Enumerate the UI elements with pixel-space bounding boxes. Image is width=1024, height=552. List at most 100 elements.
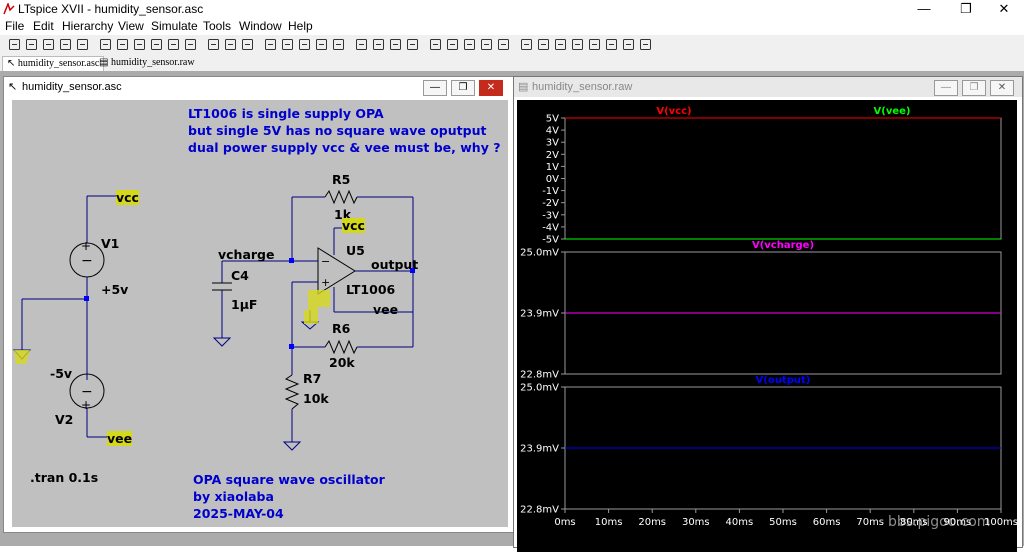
svg-text:−: −	[321, 255, 330, 268]
toolbar	[0, 35, 1024, 56]
footer-line-3: 2025-MAY-04	[193, 506, 284, 521]
x-tick-label: 80ms	[900, 517, 928, 528]
pencil-icon[interactable]	[372, 38, 385, 51]
label-tran-directive: .tran 0.1s	[30, 470, 99, 485]
label-r7: R7	[303, 371, 322, 386]
menu-tools[interactable]: Tools	[203, 19, 232, 33]
x-tick-label: 60ms	[813, 517, 841, 528]
halt-icon[interactable]	[76, 38, 89, 51]
tab-waveform[interactable]: ▤ humidity_sensor.raw	[95, 56, 199, 70]
zoom-cancel-icon[interactable]	[167, 38, 180, 51]
autorange-icon[interactable]	[184, 38, 197, 51]
maximize-button[interactable]: ❐	[960, 1, 972, 16]
schematic-window-icon: ↖	[8, 81, 18, 93]
label-vcharge: vcharge	[218, 247, 275, 262]
title-bar: LTspice XVII - humidity_sensor.asc — ❐ ✕	[0, 0, 1024, 18]
run-icon[interactable]	[8, 38, 21, 51]
menu-file[interactable]: File	[5, 19, 25, 33]
x-tick-label: 50ms	[769, 517, 797, 528]
close-button[interactable]: ✕	[998, 1, 1010, 16]
x-tick-label: 40ms	[726, 517, 754, 528]
menu-edit[interactable]: Edit	[33, 19, 54, 33]
diode-icon[interactable]	[480, 38, 493, 51]
label-v1: V1	[101, 236, 120, 251]
find-icon[interactable]	[315, 38, 328, 51]
control-panel-icon[interactable]	[59, 38, 72, 51]
x-tick-label: 100ms	[984, 517, 1017, 528]
schematic-canvas[interactable]: − + − + − + LT1006 is single supply OPA …	[12, 100, 508, 527]
zoom-in-icon[interactable]	[116, 38, 129, 51]
spice-directive-icon[interactable]	[639, 38, 652, 51]
capacitor-icon[interactable]	[446, 38, 459, 51]
print-setup-icon[interactable]	[332, 38, 345, 51]
tile-horizontal-icon[interactable]	[207, 38, 220, 51]
waveform-minimize-button[interactable]: —	[934, 80, 958, 96]
label-v2: V2	[55, 412, 74, 427]
label-icon[interactable]	[406, 38, 419, 51]
ground-icon[interactable]	[389, 38, 402, 51]
rotate-icon[interactable]	[588, 38, 601, 51]
trace-label: V(vcharge)	[752, 240, 814, 251]
inductor-icon[interactable]	[463, 38, 476, 51]
menu-help[interactable]: Help	[288, 19, 313, 33]
mdi-area: ↖ humidity_sensor.asc — ❐ ✕	[0, 71, 1024, 552]
print-icon[interactable]	[355, 38, 368, 51]
menu-view[interactable]: View	[118, 19, 144, 33]
label-r5: R5	[332, 172, 351, 187]
schematic-minimize-button[interactable]: —	[423, 80, 447, 96]
redo-icon[interactable]	[571, 38, 584, 51]
schematic-close-button[interactable]: ✕	[479, 80, 503, 96]
watermark: bbs.pigoo.com	[888, 514, 991, 530]
menu-hierarchy[interactable]: Hierarchy	[62, 19, 114, 33]
waveform-window-title: humidity_sensor.raw	[532, 81, 633, 93]
open-icon[interactable]	[25, 38, 38, 51]
pan-icon[interactable]	[99, 38, 112, 51]
label-vcc-top: vcc	[116, 190, 139, 205]
schematic-window: ↖ humidity_sensor.asc — ❐ ✕	[3, 76, 515, 533]
svg-text:+: +	[81, 239, 91, 253]
zoom-out-icon[interactable]	[133, 38, 146, 51]
paste-icon[interactable]	[298, 38, 311, 51]
text-icon[interactable]	[622, 38, 635, 51]
x-tick-label: 10ms	[595, 517, 623, 528]
y-tick-label: 5V	[546, 114, 559, 125]
resistor-icon[interactable]	[429, 38, 442, 51]
y-tick-label: -3V	[542, 210, 559, 221]
label-v2-value: -5v	[50, 366, 73, 381]
waveform-close-button[interactable]: ✕	[990, 80, 1014, 96]
drag-icon[interactable]	[537, 38, 550, 51]
schematic-tab-icon: ↖	[7, 58, 18, 69]
y-tick-label: 4V	[546, 126, 559, 137]
tile-vertical-icon[interactable]	[224, 38, 237, 51]
label-c4: C4	[231, 268, 249, 283]
zoom-fit-icon[interactable]	[150, 38, 163, 51]
ltspice-logo-icon	[3, 3, 15, 15]
component-icon[interactable]	[497, 38, 510, 51]
copy-icon[interactable]	[281, 38, 294, 51]
cut-icon[interactable]	[264, 38, 277, 51]
cascade-icon[interactable]	[241, 38, 254, 51]
schematic-window-title: humidity_sensor.asc	[22, 81, 122, 93]
mirror-icon[interactable]	[605, 38, 618, 51]
note-line-3: dual power supply vcc & vee must be, why…	[188, 140, 501, 155]
y-tick-label: 22.8mV	[520, 505, 559, 516]
x-tick-label: 20ms	[638, 517, 666, 528]
tab-schematic[interactable]: ↖ humidity_sensor.asc	[2, 56, 105, 71]
waveform-svg: 5V4V3V2V1V0V-1V-2V-3V-4V-5VV(vcc)V(vee)2…	[520, 106, 1017, 528]
menu-simulate[interactable]: Simulate	[151, 19, 198, 33]
menu-window[interactable]: Window	[239, 19, 282, 33]
label-c4-value: 1μF	[231, 297, 258, 312]
minimize-button[interactable]: —	[917, 1, 931, 16]
waveform-restore-button[interactable]: ❐	[962, 80, 986, 96]
waveform-window-icon: ▤	[518, 81, 529, 93]
schematic-restore-button[interactable]: ❐	[451, 80, 475, 96]
move-icon[interactable]	[520, 38, 533, 51]
undo-icon[interactable]	[554, 38, 567, 51]
save-icon[interactable]	[42, 38, 55, 51]
footer-line-2: by xiaolaba	[193, 489, 274, 504]
y-tick-label: -5V	[542, 235, 559, 246]
x-tick-label: 70ms	[856, 517, 884, 528]
y-tick-label: 23.9mV	[520, 444, 559, 455]
